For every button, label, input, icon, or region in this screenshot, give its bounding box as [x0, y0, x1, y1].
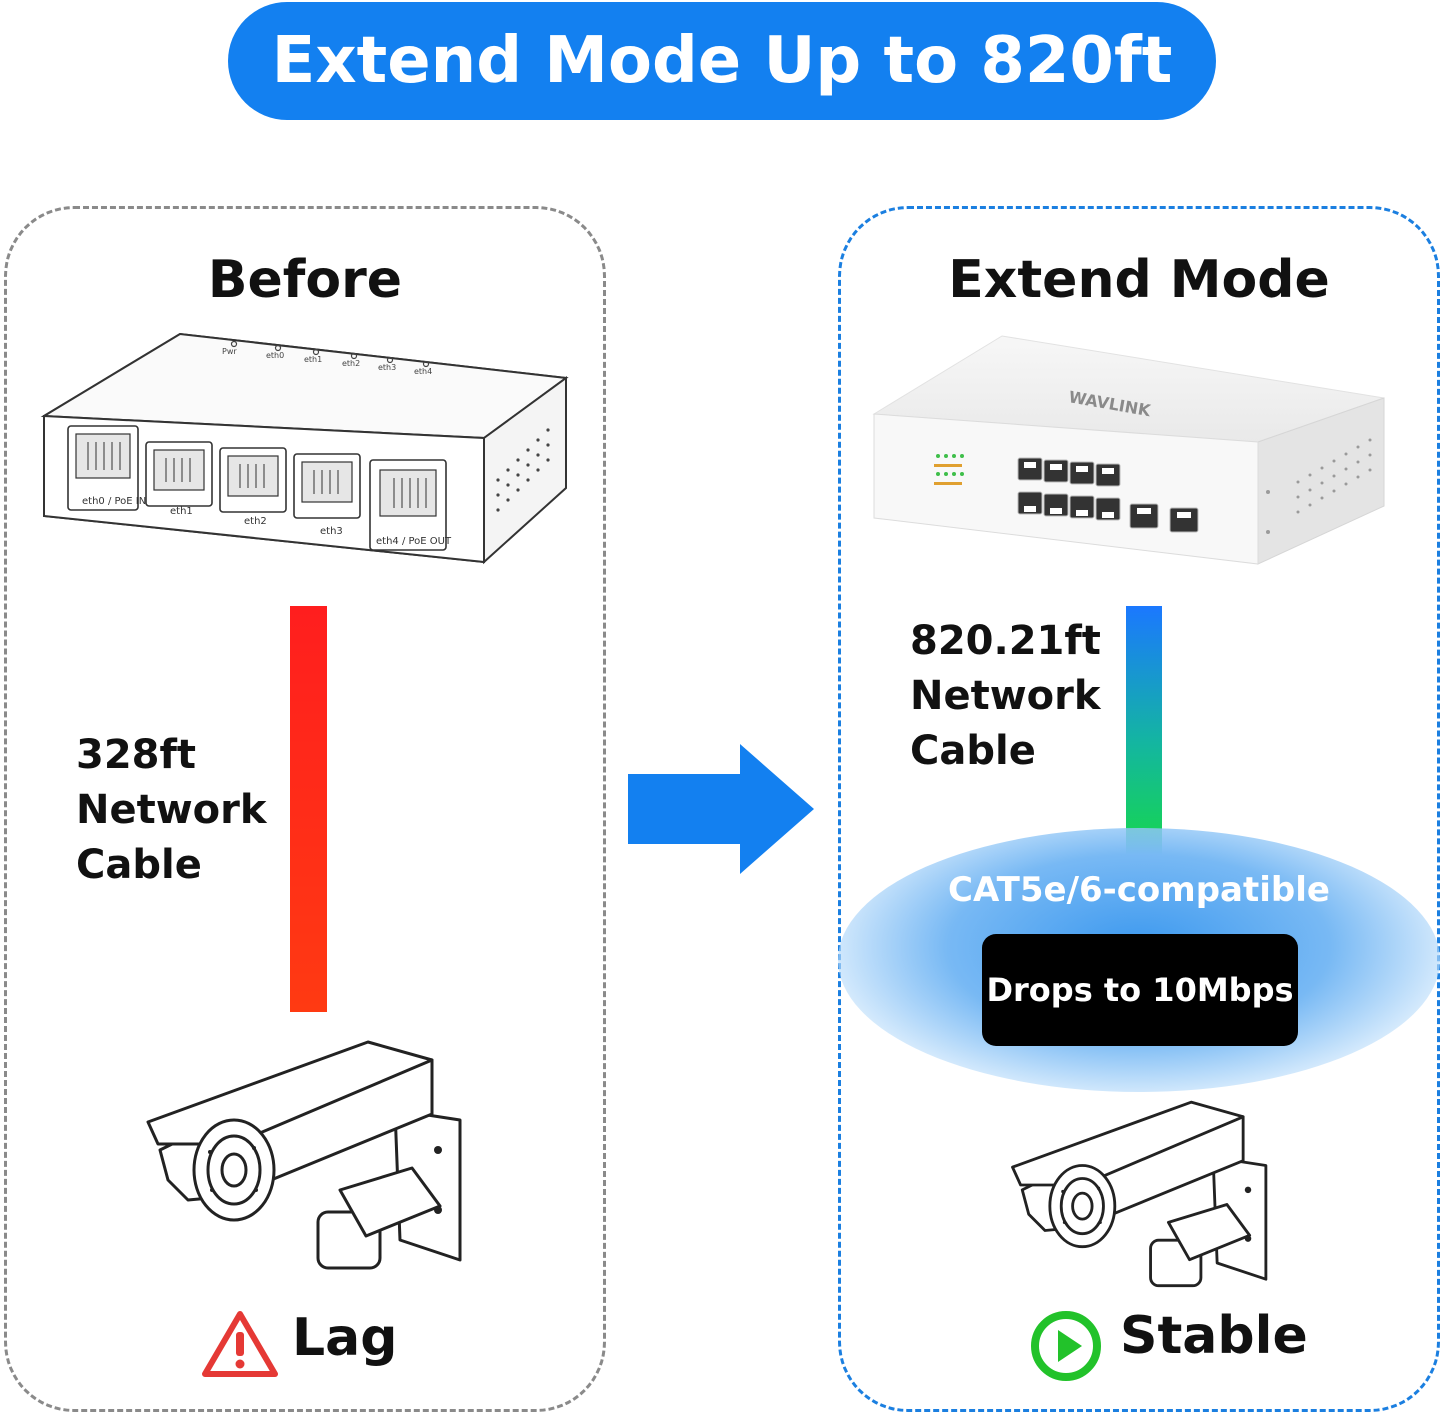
- before-heading: Before: [207, 250, 403, 310]
- play-circle-icon: [1031, 1311, 1101, 1381]
- led-label: eth2: [342, 359, 360, 368]
- led-label: eth0: [266, 351, 284, 360]
- security-camera-icon: [146, 1040, 462, 1270]
- security-camera-icon: [1011, 1100, 1268, 1288]
- red-network-cable: [290, 606, 327, 1012]
- led-label: eth1: [304, 355, 322, 364]
- port-label: eth1: [170, 506, 193, 517]
- extended-network-cable: [1126, 606, 1162, 856]
- before-panel: [4, 206, 606, 1412]
- wavlink-switch-illustration: WAVLINK: [872, 335, 1385, 565]
- cable-length: 820.21ft: [910, 618, 1101, 664]
- port-label: eth0 / PoE IN: [82, 496, 146, 507]
- compatibility-text: CAT5e/6-compatible: [948, 870, 1330, 910]
- extend-cable-label: 820.21ft Network Cable: [910, 614, 1101, 779]
- speed-badge-text: Drops to 10Mbps: [986, 971, 1294, 1009]
- extend-heading: Extend Mode: [948, 250, 1330, 310]
- extend-mode-panel: [838, 206, 1440, 1412]
- cable-label-line: Network: [910, 673, 1101, 719]
- cable-label-line: Cable: [76, 842, 202, 888]
- before-cable-label: 328ft Network Cable: [76, 728, 267, 893]
- basic-switch-illustration: Pwr eth0 eth1 eth2 eth3 eth4 eth0 / PoE …: [40, 332, 569, 565]
- cable-length: 328ft: [76, 732, 197, 778]
- lag-status-text: Lag: [292, 1308, 398, 1368]
- warning-icon: [202, 1311, 278, 1377]
- title-banner: Extend Mode Up to 820ft: [228, 2, 1216, 120]
- speed-badge: Drops to 10Mbps: [982, 934, 1298, 1046]
- cable-label-line: Network: [76, 787, 267, 833]
- port-label: eth3: [320, 526, 343, 537]
- led-label: eth3: [378, 363, 396, 372]
- banner-title: Extend Mode Up to 820ft: [271, 24, 1173, 98]
- cable-label-line: Cable: [910, 728, 1036, 774]
- port-label: eth2: [244, 516, 267, 527]
- led-label: eth4: [414, 367, 432, 376]
- stable-status-text: Stable: [1120, 1306, 1308, 1366]
- port-label: eth4 / PoE OUT: [376, 536, 452, 547]
- right-arrow-icon: [628, 744, 814, 874]
- led-label: Pwr: [222, 347, 237, 356]
